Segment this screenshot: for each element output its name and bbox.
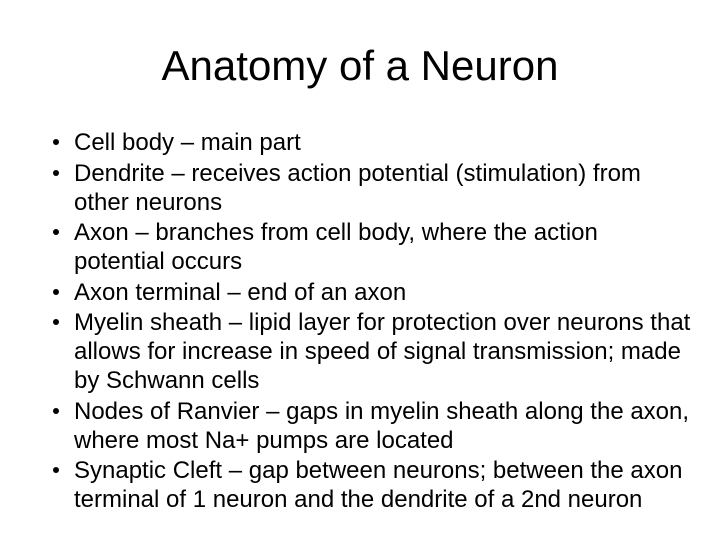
bullet-line: Synaptic Cleft – gap between neurons; be…: [74, 457, 683, 484]
bullet-text: Nodes of Ranvier – gaps in myelin sheath…: [74, 397, 689, 455]
bullet-item-axon-terminal: Axon terminal – end of an axon: [45, 278, 710, 307]
bullet-text: Axon – branches from cell body, where th…: [74, 218, 598, 276]
bullet-line: potential occurs: [74, 248, 243, 275]
bullet-line: terminal of 1 neuron and the dendrite of…: [74, 486, 643, 513]
bullet-item-axon: Axon – branches from cell body, where th…: [45, 218, 710, 276]
bullet-dot-icon: [53, 319, 59, 325]
bullet-dot-icon: [53, 139, 59, 145]
bullet-line: Axon terminal – end of an axon: [74, 278, 407, 306]
bullet-text: Cell body – main part: [74, 128, 301, 157]
bullet-line: Nodes of Ranvier – gaps in myelin sheath…: [74, 397, 690, 425]
bullet-text: Myelin sheath – lipid layer for protecti…: [74, 308, 690, 395]
bullet-list: Cell body – main part Dendrite – receive…: [45, 128, 710, 516]
bullet-dot-icon: [53, 288, 59, 295]
bullet-dot-icon: [53, 407, 59, 414]
bullet-dot-icon: [53, 467, 59, 473]
bullet-line: Cell body – main part: [74, 129, 301, 156]
bullet-line: Axon – branches from cell body, where th…: [74, 219, 598, 246]
bullet-text: Axon terminal – end of an axon: [74, 278, 406, 307]
bullet-line: by Schwann cells: [74, 367, 260, 394]
bullet-text: Synaptic Cleft – gap between neurons; be…: [74, 456, 682, 514]
bullet-text: Dendrite – receives action potential (st…: [74, 159, 641, 217]
bullet-line: Myelin sheath – lipid layer for protecti…: [74, 309, 691, 336]
slide-title: Anatomy of a Neuron: [161, 42, 559, 89]
bullet-item-synaptic-cleft: Synaptic Cleft – gap between neurons; be…: [45, 456, 710, 514]
bullet-item-cell-body: Cell body – main part: [45, 128, 710, 157]
bullet-item-dendrite: Dendrite – receives action potential (st…: [45, 159, 710, 217]
bullet-dot-icon: [53, 229, 59, 235]
bullet-dot-icon: [53, 169, 59, 176]
bullet-item-myelin-sheath: Myelin sheath – lipid layer for protecti…: [45, 308, 710, 395]
bullet-line: where most Na+ pumps are located: [74, 426, 454, 454]
bullet-line: allows for increase in speed of signal t…: [74, 338, 681, 365]
bullet-line: other neurons: [74, 188, 223, 216]
bullet-line: Dendrite – receives action potential (st…: [74, 159, 641, 187]
bullet-item-nodes-of-ranvier: Nodes of Ranvier – gaps in myelin sheath…: [45, 397, 710, 455]
